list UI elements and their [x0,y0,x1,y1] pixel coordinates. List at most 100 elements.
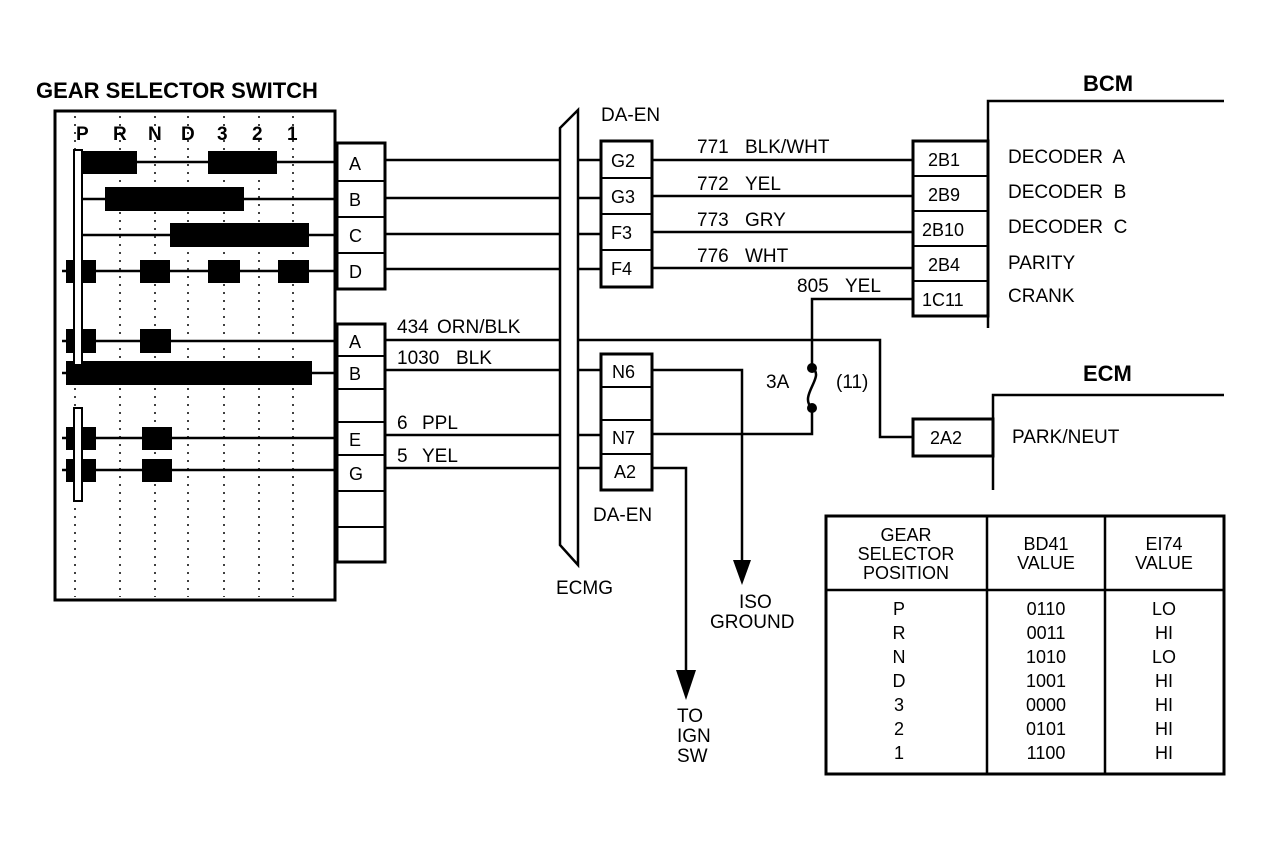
contact-bars [66,151,312,482]
bcm-signal-label: DECODER A [1008,147,1126,168]
iso-ground-arrow-icon [733,560,751,585]
wires [385,158,913,670]
ecm-title: ECM [1083,361,1132,386]
ign-line1: TO [677,706,703,727]
ign-line3: SW [677,746,708,767]
bcm-title: BCM [1083,71,1133,96]
switch-connector-upper: A B C D [335,141,387,291]
pin-label: B [349,364,361,384]
table-cell-ei74: HI [1155,695,1173,715]
wire-number: 776 [697,246,729,267]
wire-number: 5 [397,446,408,467]
ecm-connector [911,417,995,458]
ign-line2: IGN [677,726,711,747]
gear-selector-switch-title: GEAR SELECTOR SWITCH [36,78,318,103]
wire-number: 771 [697,137,729,158]
table-cell-bd41: 1010 [1026,647,1066,667]
wire-color: GRY [745,210,786,231]
fuse-rating: 3A [766,372,790,393]
wire-color: BLK/WHT [745,137,830,158]
table-header-text: GEAR [880,525,931,545]
table-body: P 0110 LO R 0011 HI N 1010 LO D 1001 HI … [893,599,1177,763]
position-label: 3 [217,124,228,145]
wire-color: WHT [745,246,789,267]
pin-label: 2B9 [928,185,960,205]
table-cell-position: R [893,623,906,643]
table-header-text: BD41 [1023,534,1068,554]
iso-ground-line2: GROUND [710,612,794,633]
table-cell-ei74: HI [1155,623,1173,643]
pin-label: 1C11 [922,290,964,310]
ecmg-connector-upper: G2 G3 F3 F4 [599,139,654,289]
wire-color: YEL [745,174,781,195]
pin-label: G2 [611,151,635,171]
position-label: 1 [287,124,298,145]
table-cell-bd41: 1100 [1027,743,1066,763]
table-cell-ei74: HI [1155,719,1173,739]
table-cell-position: D [893,671,906,691]
pin-label: N7 [612,428,635,448]
wire-color: BLK [456,348,492,369]
fuse-number: (11) [836,372,868,393]
ecmg-label: ECMG [556,578,613,599]
table-header-text: SELECTOR [858,544,955,564]
pin-label: E [349,430,361,450]
wire-color: PPL [422,413,458,434]
wire-color: ORN/BLK [437,317,521,338]
wire-number: 772 [697,174,729,195]
gear-position-table [824,514,1226,776]
pin-label: 2B10 [922,220,964,240]
table-cell-position: N [893,647,906,667]
table-cell-ei74: LO [1152,599,1176,619]
bcm-signal-labels: DECODER A DECODER B DECODER C PARITY CRA… [1008,147,1127,307]
wire-number: 1030 [397,348,439,369]
table-cell-bd41: 0000 [1026,695,1066,715]
ecm-signal-label: PARK/NEUT [1012,427,1120,448]
table-cell-bd41: 1001 [1026,671,1066,691]
pin-label: F4 [611,259,632,279]
table-cell-position: 2 [894,719,904,739]
table-cell-bd41: 0101 [1026,719,1066,739]
pin-label: G3 [611,187,635,207]
wire-number: 805 [797,276,829,297]
bcm-signal-label: CRANK [1008,286,1075,307]
pin-label: 2B1 [928,150,960,170]
position-label: N [148,124,162,145]
pin-label: N6 [612,362,635,382]
position-labels: P R N D 3 2 1 [76,124,298,145]
ecmg-connector-lower: N6 N7 A2 [599,352,654,492]
pin-label: 2A2 [930,428,962,448]
gear-selector-switch-body [53,109,337,602]
pin-label: B [349,190,361,210]
table-header-text: POSITION [863,563,949,583]
ecm-module-outline [991,393,1224,490]
fuse-symbol [806,363,818,413]
position-label: D [181,124,195,145]
slider-rod-upper [73,149,83,366]
table-cell-ei74: HI [1155,671,1173,691]
bcm-signal-label: PARITY [1008,253,1076,274]
pin-label: F3 [611,223,632,243]
table-cell-position: 3 [894,695,904,715]
da-en-bottom-label: DA-EN [593,505,652,526]
table-header-text: EI74 [1145,534,1182,554]
da-en-top-label: DA-EN [601,105,660,126]
table-cell-ei74: LO [1152,647,1176,667]
table-cell-ei74: HI [1155,743,1173,763]
slider-rod-lower [73,407,83,502]
bcm-signal-label: DECODER B [1008,182,1126,203]
table-header-text: VALUE [1135,553,1193,573]
position-label: R [113,124,127,145]
iso-ground-line1: ISO [739,592,772,613]
wire-number: 773 [697,210,729,231]
position-label: 2 [252,124,263,145]
wire-number: 6 [397,413,408,434]
pin-label: A2 [614,462,636,482]
pin-label: 2B4 [928,255,960,275]
pin-label: A [349,332,361,352]
pin-label: G [349,464,363,484]
switch-connector-lower: A B E G [335,322,387,564]
bcm-signal-label: DECODER C [1008,217,1127,238]
table-cell-position: 1 [894,743,904,763]
